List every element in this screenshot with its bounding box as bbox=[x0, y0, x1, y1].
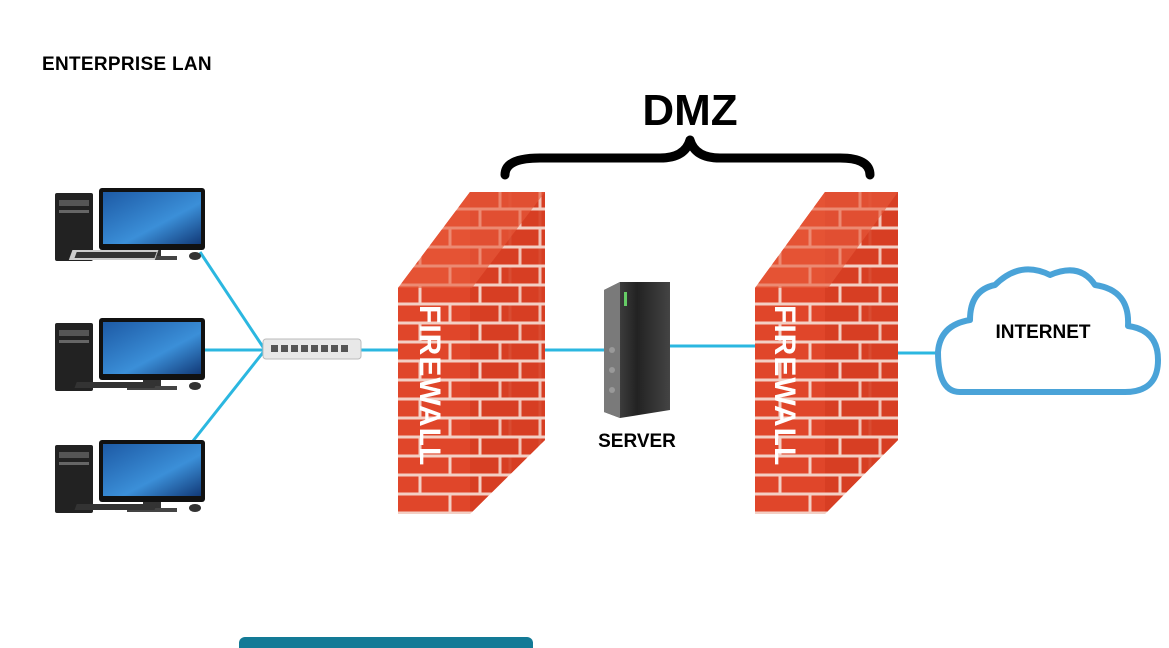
bottom-bar[interactable] bbox=[239, 637, 533, 648]
server-tower-icon bbox=[604, 282, 670, 418]
workstation-1-icon bbox=[55, 188, 205, 261]
workstation-2-icon bbox=[55, 318, 205, 391]
network-switch-icon bbox=[262, 338, 362, 360]
server-label: SERVER bbox=[598, 431, 676, 452]
firewall-2-icon: FIREWALL bbox=[755, 192, 898, 514]
firewall-1-text: FIREWALL bbox=[413, 305, 446, 466]
dmz-label: DMZ bbox=[642, 86, 738, 135]
workstation-3-icon bbox=[55, 440, 205, 513]
dmz-brace bbox=[500, 135, 875, 180]
cloud-icon bbox=[935, 266, 1161, 395]
enterprise-lan-label: ENTERPRISE LAN bbox=[42, 54, 212, 75]
firewall-2-text: FIREWALL bbox=[768, 305, 801, 466]
internet-label: INTERNET bbox=[995, 322, 1091, 343]
firewall-1-icon: FIREWALL bbox=[398, 192, 545, 514]
